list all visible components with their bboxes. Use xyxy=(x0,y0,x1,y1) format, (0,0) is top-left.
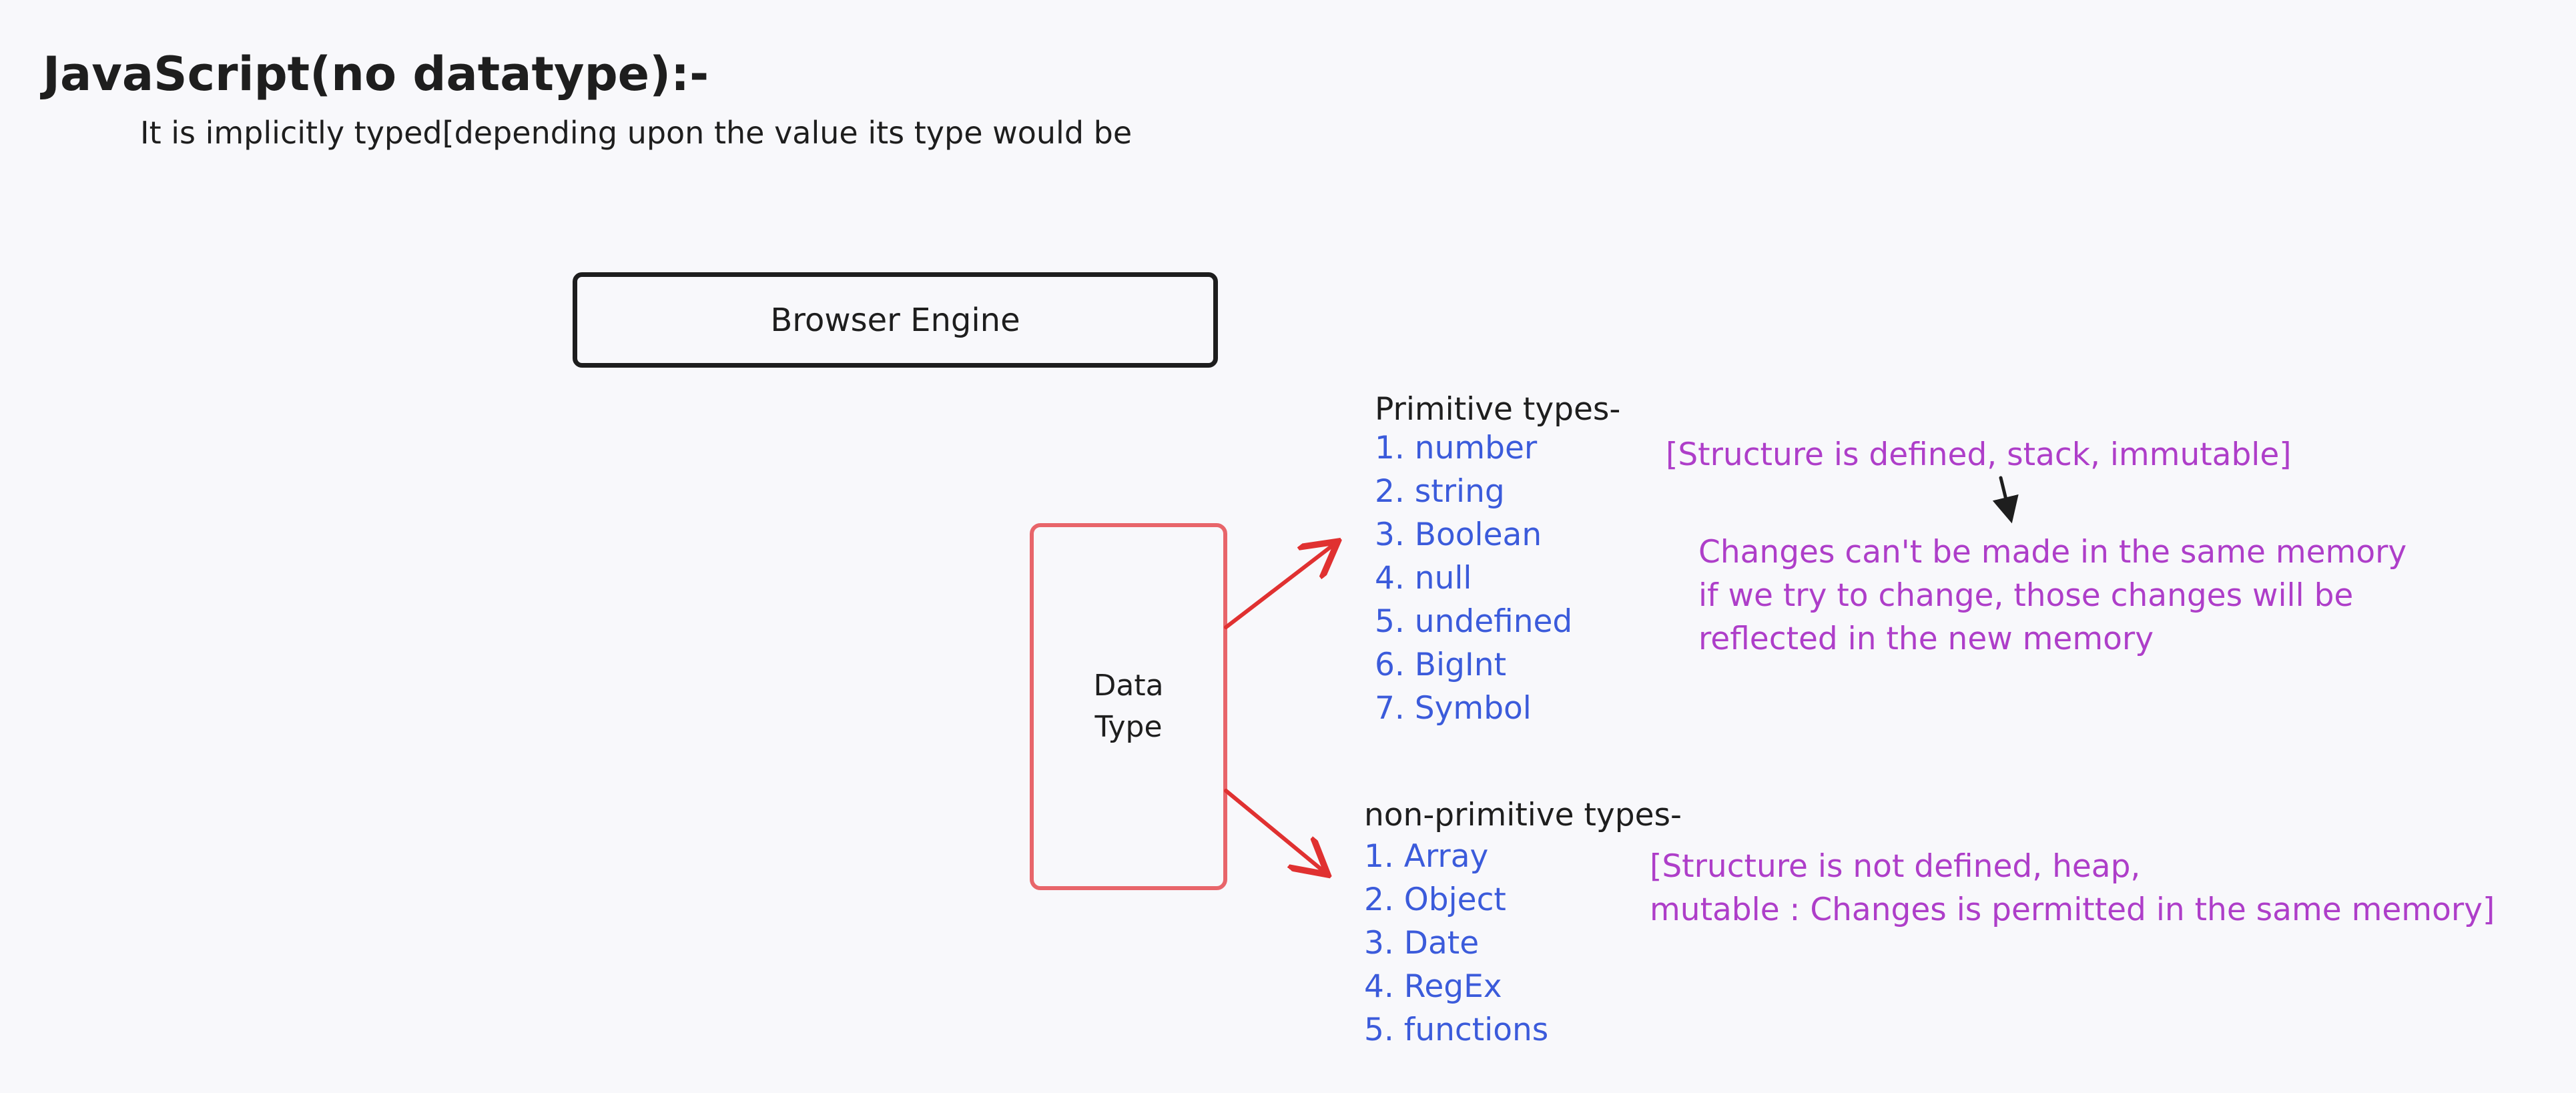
non-primitive-note-line: [Structure is not defined, heap, xyxy=(1650,848,2141,885)
non-primitive-item: 2. Object xyxy=(1364,881,1506,918)
data-type-box: Data Type xyxy=(1030,523,1227,890)
primitive-item: 6. BigInt xyxy=(1375,647,1506,683)
primitive-item: 1. number xyxy=(1375,430,1538,466)
non-primitive-item: 4. RegEx xyxy=(1364,968,1502,1005)
arrow-to-primitive xyxy=(1224,544,1335,629)
browser-engine-label: Browser Engine xyxy=(770,301,1020,339)
primitive-item: 3. Boolean xyxy=(1375,516,1542,553)
primitive-item: 4. null xyxy=(1375,560,1472,597)
primitive-explanation-line: Changes can't be made in the same memory xyxy=(1698,534,2407,571)
primitive-explanation-line: if we try to change, those changes will … xyxy=(1698,577,2354,614)
primitive-note: [Structure is defined, stack, immutable] xyxy=(1666,436,2292,473)
primitive-item: 7. Symbol xyxy=(1375,690,1532,727)
page-title: JavaScript(no datatype):- xyxy=(43,47,709,101)
primitive-item: 2. string xyxy=(1375,473,1505,510)
primitive-item: 5. undefined xyxy=(1375,603,1573,640)
arrow-to-non-primitive xyxy=(1224,789,1325,872)
non-primitive-item: 5. functions xyxy=(1364,1012,1549,1048)
page-subtitle: It is implicitly typed[depending upon th… xyxy=(140,115,1133,151)
primitive-explanation-line: reflected in the new memory xyxy=(1698,621,2154,657)
data-type-label: Data Type xyxy=(1093,669,1164,744)
non-primitive-item: 1. Array xyxy=(1364,838,1489,875)
non-primitive-heading: non-primitive types- xyxy=(1364,797,1682,833)
non-primitive-item: 3. Date xyxy=(1364,925,1480,962)
primitive-heading: Primitive types- xyxy=(1375,391,1621,428)
non-primitive-note-line: mutable : Changes is permitted in the sa… xyxy=(1650,891,2495,928)
arrow-to-explanation xyxy=(1992,476,2019,524)
browser-engine-box: Browser Engine xyxy=(573,272,1218,368)
